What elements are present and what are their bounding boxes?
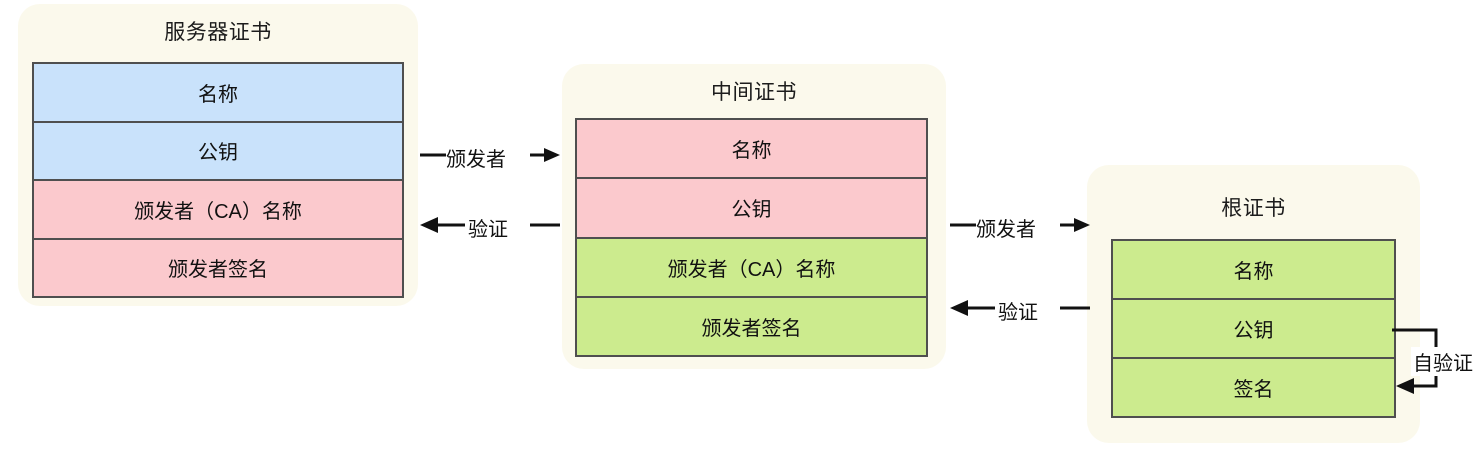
intermediate-cert-row-name-label: 名称 bbox=[731, 140, 772, 163]
intermediate-cert-row-issuer-name-label: 颁发者（CA）名称 bbox=[667, 258, 836, 281]
connector-intermediate-to-root-issuer: 颁发者 bbox=[950, 208, 1090, 242]
connector-intermediate-to-server-verify: 验证 bbox=[420, 208, 560, 242]
connector-issuer-label-1: 颁发者 bbox=[446, 149, 506, 171]
root-certificate-title: 根证书 bbox=[1221, 197, 1286, 220]
server-cert-row-public-key: 公钥 bbox=[34, 122, 402, 181]
root-cert-row-signature: 签名 bbox=[1113, 359, 1394, 416]
connector-root-to-intermediate-verify: 验证 bbox=[950, 291, 1090, 325]
server-certificate-table: 名称 公钥 颁发者（CA）名称 颁发者签名 bbox=[32, 62, 404, 298]
server-certificate-title: 服务器证书 bbox=[164, 21, 272, 44]
server-cert-row-issuer-signature: 颁发者签名 bbox=[34, 239, 402, 296]
connector-self-verify-label: 自验证 bbox=[1411, 347, 1475, 376]
root-cert-row-name-label: 名称 bbox=[1233, 261, 1274, 283]
intermediate-cert-row-issuer-signature-label: 颁发者签名 bbox=[701, 317, 802, 340]
intermediate-certificate-table: 名称 公钥 颁发者（CA）名称 颁发者签名 bbox=[575, 118, 928, 357]
root-cert-row-name: 名称 bbox=[1113, 241, 1394, 300]
server-cert-row-issuer-name-label: 颁发者（CA）名称 bbox=[134, 200, 302, 223]
root-certificate-table: 名称 公钥 签名 bbox=[1111, 239, 1396, 418]
intermediate-cert-row-issuer-name: 颁发者（CA）名称 bbox=[577, 238, 926, 298]
root-cert-row-public-key-label: 公钥 bbox=[1233, 320, 1274, 342]
root-cert-row-signature-label: 签名 bbox=[1233, 379, 1274, 401]
server-cert-row-issuer-name: 颁发者（CA）名称 bbox=[34, 181, 402, 240]
server-cert-row-name-label: 名称 bbox=[198, 83, 238, 106]
root-cert-row-public-key: 公钥 bbox=[1113, 300, 1394, 359]
intermediate-cert-row-issuer-signature: 颁发者签名 bbox=[577, 297, 926, 355]
server-cert-row-issuer-signature-label: 颁发者签名 bbox=[168, 259, 268, 282]
intermediate-cert-row-public-key: 公钥 bbox=[577, 179, 926, 239]
server-certificate-panel: 服务器证书 名称 公钥 颁发者（CA）名称 颁发者签名 bbox=[18, 4, 418, 306]
intermediate-cert-row-name: 名称 bbox=[577, 120, 926, 180]
intermediate-certificate-panel: 中间证书 名称 公钥 颁发者（CA）名称 颁发者签名 bbox=[562, 64, 946, 369]
server-cert-row-public-key-label: 公钥 bbox=[198, 142, 238, 165]
connector-root-self-verify-loop: 自验证 bbox=[1392, 327, 1478, 394]
intermediate-certificate-title: 中间证书 bbox=[711, 81, 797, 104]
connector-verify-label-2: 验证 bbox=[998, 302, 1038, 324]
intermediate-cert-row-public-key-label: 公钥 bbox=[731, 199, 772, 222]
connector-server-to-intermediate-issuer: 颁发者 bbox=[420, 138, 560, 172]
server-cert-row-name: 名称 bbox=[34, 64, 402, 123]
connector-issuer-label-2: 颁发者 bbox=[976, 219, 1036, 241]
root-certificate-panel: 根证书 名称 公钥 签名 bbox=[1087, 165, 1420, 443]
connector-verify-label-1: 验证 bbox=[468, 219, 508, 241]
